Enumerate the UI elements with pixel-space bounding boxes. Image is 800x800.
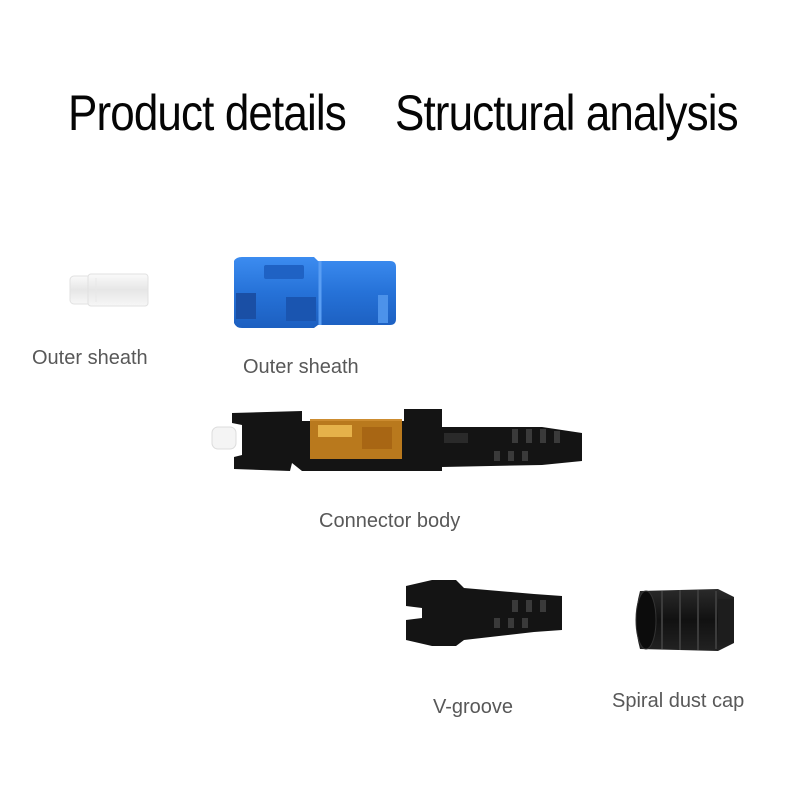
part-label-connector-body: Connector body [319, 510, 461, 532]
ferrule-cap-icon [69, 273, 149, 307]
v-groove-icon [406, 580, 562, 646]
connector-body-icon [211, 409, 582, 471]
title-product-details: Product details [68, 85, 347, 141]
title-structural-analysis: Structural analysis [395, 85, 739, 141]
part-label-spiral-dust-cap: Spiral dust cap [612, 690, 745, 712]
part-label-sc-housing: Outer sheath [243, 356, 359, 378]
spiral-dust-cap-icon [635, 589, 734, 651]
sc-housing-icon [234, 257, 396, 328]
part-label-ferrule-cap: Outer sheath [32, 347, 148, 369]
part-label-v-groove: V-groove [433, 696, 514, 718]
